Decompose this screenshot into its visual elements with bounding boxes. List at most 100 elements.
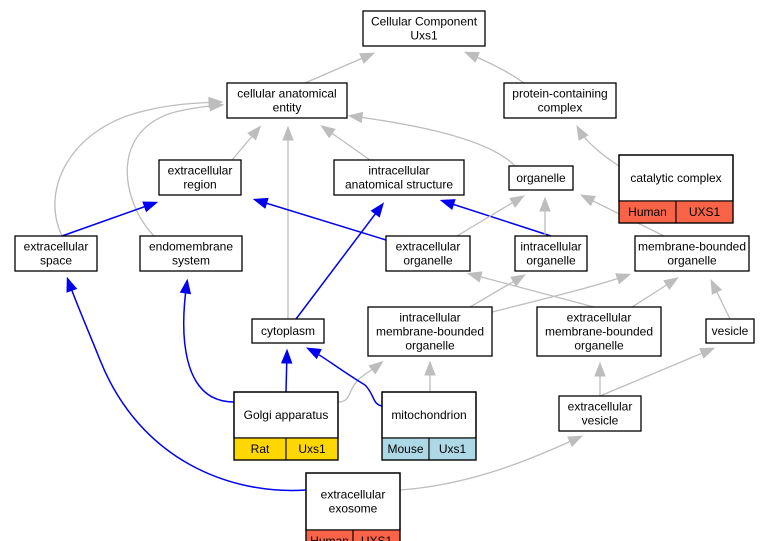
- edge-embo-to-exo: [466, 271, 595, 308]
- term-label: exosome: [329, 502, 378, 516]
- term-label: Golgi apparatus: [244, 408, 329, 422]
- term-box: [333, 159, 465, 196]
- edge-line: [183, 281, 235, 403]
- term-node-ves[interactable]: vesicle: [705, 318, 755, 344]
- term-label: membrane-bounded: [376, 325, 484, 339]
- arrowhead: [209, 100, 225, 112]
- edge-exosome-to-exs: [66, 276, 307, 492]
- edge-line: [399, 436, 581, 491]
- arrowhead: [567, 435, 584, 448]
- gene-label: UXS1: [689, 205, 721, 219]
- edge-line: [255, 199, 387, 241]
- edge-exves-to-embo: [594, 361, 606, 396]
- term-node-cyt[interactable]: cytoplasm: [251, 318, 325, 344]
- edge-embo-to-mbo: [631, 277, 679, 308]
- term-label: organelle: [516, 171, 566, 185]
- edge-golgi-to-cyt: [280, 348, 293, 393]
- arrowhead: [615, 273, 632, 285]
- edge-line: [54, 101, 221, 237]
- term-box: [514, 235, 588, 272]
- edge-exosome-to-exves: [399, 435, 584, 491]
- term-label: vesicle: [712, 324, 749, 338]
- node-outline: [618, 154, 734, 224]
- term-label: protein-containing: [512, 87, 607, 101]
- term-label: cytoplasm: [261, 324, 315, 338]
- edge-line: [350, 115, 516, 167]
- term-box: [558, 395, 642, 432]
- arrowhead: [347, 111, 364, 124]
- species-cell: [305, 529, 354, 541]
- edge-imbo-to-mbo: [491, 273, 632, 313]
- edge-ems-to-cae: [126, 100, 225, 237]
- term-label: organelle: [667, 254, 717, 268]
- gene-label: Uxs1: [298, 442, 326, 456]
- edge-exo-to-org: [456, 195, 525, 237]
- edge-cyt-to-ias: [295, 202, 385, 320]
- term-box: [251, 318, 325, 344]
- edge-exs-to-exr: [61, 201, 159, 237]
- term-label: vesicle: [582, 414, 619, 428]
- arrowhead: [320, 125, 336, 139]
- arrowhead: [539, 196, 551, 212]
- term-box: [362, 10, 486, 47]
- edge-ias-to-cae: [320, 125, 371, 161]
- term-label: membrane-bounded: [638, 240, 746, 254]
- edge-ino-to-ias: [439, 199, 552, 237]
- term-label: extracellular: [568, 400, 633, 414]
- arrowhead: [663, 277, 679, 291]
- term-label: extracellular: [321, 488, 386, 502]
- term-box: [385, 235, 471, 272]
- term-label: extracellular: [168, 164, 233, 178]
- term-label: mitochondrion: [391, 408, 466, 422]
- edge-line: [599, 348, 713, 397]
- term-label: catalytic complex: [630, 171, 721, 185]
- term-label: intracellular: [368, 164, 429, 178]
- term-box: [367, 306, 493, 357]
- term-box: [158, 159, 242, 196]
- term-label: Cellular Component: [371, 15, 478, 29]
- edge-org-to-cae: [347, 111, 516, 167]
- edge-pcc-to-cc: [463, 51, 525, 84]
- arrowhead: [699, 347, 716, 359]
- term-label: intracellular: [399, 311, 460, 325]
- term-label: organelle: [574, 339, 624, 353]
- edge-line: [295, 204, 383, 320]
- term-box: [139, 235, 243, 272]
- term-box: [634, 235, 750, 272]
- term-label: complex: [538, 101, 583, 115]
- term-label: region: [183, 178, 216, 192]
- node-outline: [305, 472, 401, 541]
- edge-line: [126, 104, 222, 237]
- arrowhead: [142, 201, 159, 213]
- edge-ves-to-mbo: [710, 278, 731, 320]
- edge-line: [456, 196, 523, 237]
- arrowhead: [576, 125, 589, 141]
- arrowhead: [179, 278, 192, 295]
- term-box: [705, 318, 755, 344]
- arrowhead: [579, 194, 596, 207]
- term-node-org[interactable]: organelle: [508, 165, 574, 191]
- term-label: extracellular: [24, 240, 89, 254]
- term-label: membrane-bounded: [545, 325, 653, 339]
- term-label: entity: [273, 101, 302, 115]
